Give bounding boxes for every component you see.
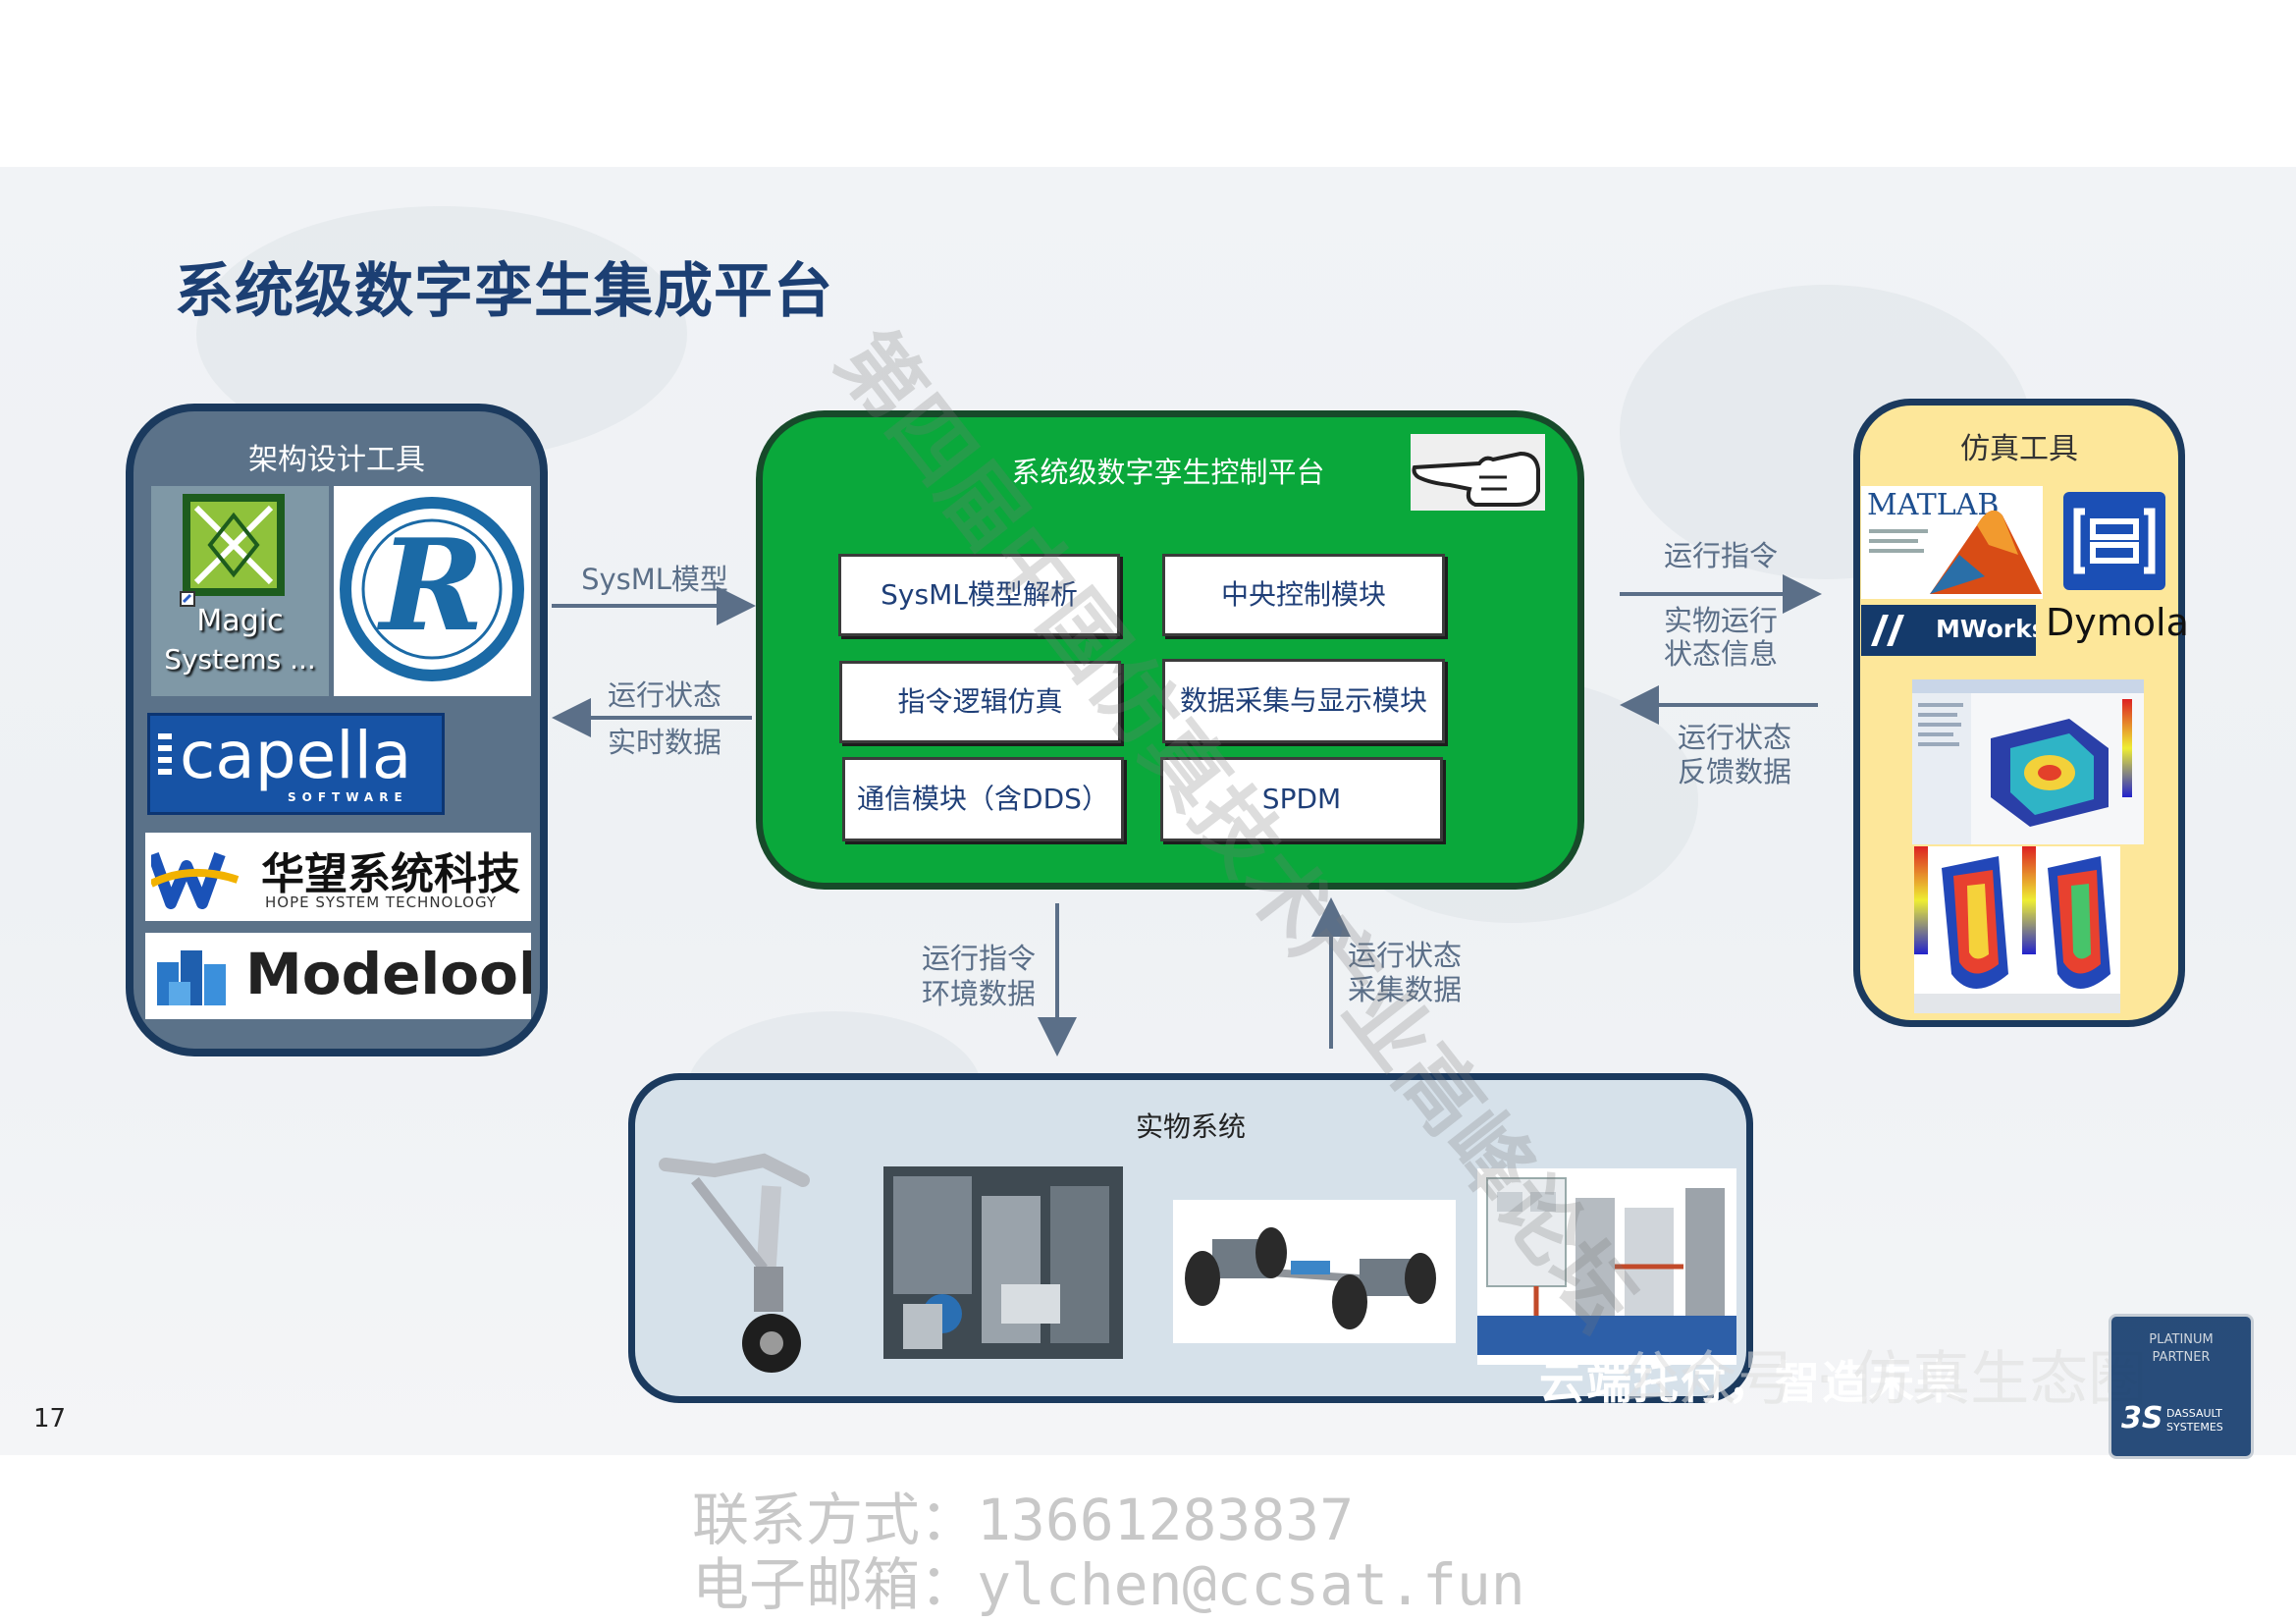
rhapsody-logo: R [334, 486, 531, 696]
ds-brand-text: DASSAULT SYSTEMES [2166, 1407, 2223, 1434]
mworks-icon [1871, 615, 1904, 646]
mworks-text: MWorks [1936, 615, 2036, 643]
label-env-data: 环境数据 [921, 977, 1036, 1010]
rhapsody-r-icon: R [340, 497, 524, 681]
svg-text:R: R [377, 513, 484, 660]
contact-block: 联系方式：13661283837 电子邮箱：ylchen@ccsat.fun [692, 1488, 1525, 1617]
contact-email: 电子邮箱：ylchen@ccsat.fun [692, 1551, 1525, 1618]
matlab-text: MATLAB [1867, 488, 2000, 522]
modelook-cubes-icon [157, 950, 226, 1005]
label-run-state-2: 运行状态 [1677, 721, 1791, 754]
page-title: 系统级数字孪生集成平台 [175, 257, 833, 326]
label-run-state-1: 运行状态 [607, 678, 721, 712]
matlab-logo: MATLAB [1861, 486, 2043, 599]
label-physical-state-1: 实物运行 [1663, 604, 1778, 637]
sim-screenshot-1 [1912, 679, 2144, 844]
landing-gear-icon [659, 1153, 810, 1373]
dymola-text: Dymola [2046, 601, 2189, 644]
mworks-logo: MWorks [1861, 605, 2036, 656]
platinum-partner-badge: PLATINUM PARTNER 3S DASSAULT SYSTEMES [2109, 1314, 2254, 1459]
label-run-cmd-right: 运行指令 [1663, 539, 1778, 572]
label-physical-state-2: 状态信息 [1663, 637, 1778, 671]
module-spdm: SPDM [1160, 757, 1443, 841]
module-command-logic: 指令逻辑仿真 [839, 661, 1121, 743]
hope-cn-text: 华望系统科技 [261, 849, 520, 899]
chassis-icon [1185, 1227, 1436, 1329]
vehicle-chassis-photo [1173, 1200, 1456, 1343]
module-central-control: 中央控制模块 [1162, 554, 1445, 636]
magic-systems-icon [180, 494, 285, 607]
modelook-logo: Modelook [145, 933, 531, 1019]
dymola-bracket-icon [2063, 492, 2165, 590]
pointing-hand-icon [1411, 434, 1545, 511]
label-feedback-data: 反馈数据 [1677, 755, 1791, 788]
factory-equipment-icon [883, 1166, 1123, 1359]
badge-text-1: PLATINUM [2149, 1332, 2214, 1347]
module-data-collection: 数据采集与显示模块 [1162, 659, 1445, 743]
control-platform-header: 系统级数字孪生控制平台 [1011, 456, 1325, 489]
hope-w-icon [151, 851, 240, 909]
factory-photo [883, 1166, 1123, 1359]
modelook-text: Modelook [245, 941, 531, 1007]
hope-en-text: HOPE SYSTEM TECHNOLOGY [265, 893, 498, 911]
thermal-field-icon [1914, 846, 2120, 1013]
badge-text-2: PARTNER [2152, 1350, 2211, 1365]
landing-gear-photo [656, 1151, 823, 1373]
sim-tools-header: 仿真工具 [1960, 432, 2078, 466]
matlab-membrane-icon [1869, 510, 2042, 594]
dymola-logo-mark [2059, 488, 2177, 596]
arch-tools-header: 架构设计工具 [248, 443, 425, 477]
page-number: 17 [33, 1404, 67, 1434]
physical-system-header: 实物系统 [1135, 1110, 1246, 1143]
module-sysml-parse: SysML模型解析 [838, 554, 1120, 636]
ds-logo-icon: 3S [2121, 1401, 2163, 1435]
capella-logo: capella SOFTWARE [147, 713, 445, 815]
footer-slogan: 云端托付，智造未来 [1539, 1356, 1963, 1409]
label-realtime-data: 实时数据 [607, 726, 721, 759]
sim-screenshot-2 [1914, 846, 2120, 1013]
wechat-watermark: 公众号 · 仿真生态圈 [1620, 1345, 2148, 1414]
capella-text: capella [180, 718, 412, 793]
process-skid-photo [1477, 1168, 1736, 1365]
magic-systems-label-2: Systems ... [164, 643, 316, 676]
capella-sub: SOFTWARE [288, 790, 408, 804]
process-skid-icon [1477, 1177, 1736, 1355]
label-collect-data: 采集数据 [1347, 973, 1462, 1006]
capella-bars-icon [158, 733, 172, 792]
cae-window-icon [1912, 679, 2144, 844]
magic-systems-label-1: Magic [196, 604, 284, 638]
label-sysml-model: SysML模型 [581, 563, 728, 596]
contact-phone: 联系方式：13661283837 [692, 1487, 1355, 1553]
hope-system-logo: 华望系统科技 HOPE SYSTEM TECHNOLOGY [145, 833, 531, 921]
label-run-cmd-down: 运行指令 [921, 942, 1036, 975]
magic-systems-logo: Magic Systems ... [151, 486, 329, 696]
label-run-state-3: 运行状态 [1347, 939, 1462, 972]
module-communication: 通信模块（含DDS） [842, 757, 1124, 841]
